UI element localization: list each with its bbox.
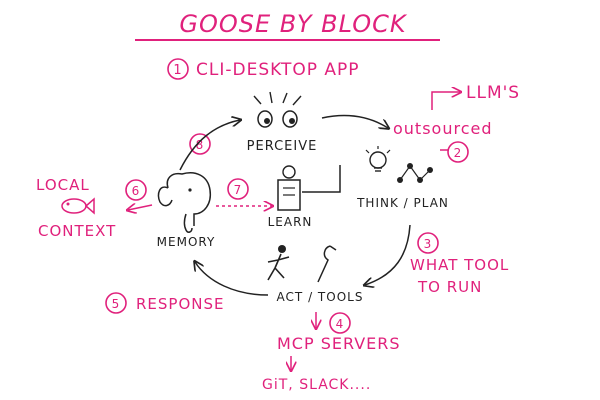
arrow-perceive-to-outsourced: [321, 114, 388, 128]
step-8-number: 8: [196, 138, 205, 152]
step-3-circle: [417, 232, 439, 254]
label-outsourced: outsourced: [393, 119, 493, 138]
label-llms: LLM'S: [466, 83, 520, 103]
lightbulb-icon: [365, 146, 391, 172]
arrow-to-llms: [431, 92, 460, 110]
learner-icon: [277, 165, 301, 211]
label-mcp-servers: MCP SERVERS: [277, 334, 401, 353]
node-perceive: PERCEIVE: [247, 139, 318, 154]
step-1-circle: [167, 58, 189, 80]
label-what-tool: WHAT TOOL: [410, 256, 509, 274]
fish-icon: [61, 197, 95, 215]
title: GOOSE BY BLOCK: [179, 10, 407, 38]
step-6-circle: [125, 179, 147, 201]
step-3-number: 3: [424, 237, 433, 251]
node-learn: LEARN: [268, 215, 313, 229]
label-to-run: TO RUN: [417, 278, 482, 296]
step-4-circle: [329, 312, 351, 334]
step-1-number: 1: [173, 63, 182, 78]
label-response: RESPONSE: [136, 295, 225, 313]
node-think-plan: THINK / PLAN: [356, 196, 449, 210]
arrow-memory-to-perceive: [179, 120, 240, 171]
eyes-icon: [253, 91, 302, 128]
node-act-tools: ACT / TOOLS: [277, 290, 364, 304]
arrow-act-to-memory: [195, 262, 269, 296]
step-5-circle: [105, 292, 127, 314]
arrow-think-to-act: [365, 224, 411, 285]
step-8-circle: [189, 133, 211, 155]
step-6-number: 6: [132, 184, 141, 198]
subtitle: CLI-DESKTOP APP: [196, 60, 360, 80]
label-local: LOCAL: [36, 176, 90, 194]
label-context: CONTEXT: [38, 222, 116, 240]
step-2-number: 2: [454, 146, 463, 160]
node-memory: MEMORY: [157, 235, 216, 249]
step-7-circle: [227, 178, 249, 200]
label-git-slack: GiT, SLACK....: [262, 377, 371, 393]
runner-icon: [267, 245, 290, 281]
network-icon: [397, 163, 433, 183]
step-4-number: 4: [336, 317, 345, 331]
tool-icon: [317, 245, 337, 283]
arrow-memory-to-local: [128, 205, 153, 210]
arrow-think-to-learn: [302, 165, 341, 193]
step-5-number: 5: [112, 297, 121, 311]
step-7-number: 7: [234, 183, 243, 197]
step-2-circle: [447, 141, 469, 163]
elephant-icon: [157, 172, 212, 233]
